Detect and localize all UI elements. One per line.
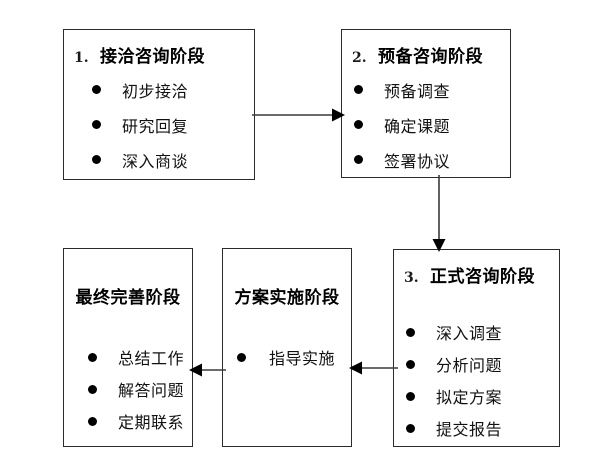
bullet-icon <box>237 352 246 362</box>
list-item: 深入商谈 <box>92 142 188 177</box>
list-item: 指导实施 <box>237 341 335 373</box>
arrow-stage2-to-stage3 <box>428 175 450 255</box>
bullet-icon <box>88 416 97 426</box>
bullet-icon <box>406 391 415 401</box>
list-item: 提交报告 <box>406 412 502 444</box>
stage-3-item-1: 分析问题 <box>436 356 503 375</box>
stage-5-item-2: 定期联系 <box>118 413 185 432</box>
stage-5-item-0: 总结工作 <box>118 349 185 368</box>
stage-4-heading: 方案实施阶段 <box>223 283 351 308</box>
stage-1-heading: 1. 接洽咨询阶段 <box>74 42 205 67</box>
bullet-icon <box>354 120 363 129</box>
stage-box-3[interactable]: 3. 正式咨询阶段 深入调查 分析问题 拟定方案 提交报告 <box>393 249 560 447</box>
stage-1-number: 1. <box>74 50 89 66</box>
stage-box-4[interactable]: 方案实施阶段 指导实施 <box>222 248 352 447</box>
stage-3-heading: 3. 正式咨询阶段 <box>404 262 535 287</box>
stage-box-1[interactable]: 1. 接洽咨询阶段 初步接洽 研究回复 深入商谈 <box>63 29 255 180</box>
list-item: 分析问题 <box>406 348 502 380</box>
stage-3-title: 正式咨询阶段 <box>430 267 535 287</box>
stage-2-heading: 2. 预备咨询阶段 <box>352 42 483 67</box>
stage-1-item-0: 初步接洽 <box>122 81 189 101</box>
arrow-stage1-to-stage2 <box>252 104 347 126</box>
stage-2-title: 预备咨询阶段 <box>378 47 483 67</box>
stage-1-title: 接洽咨询阶段 <box>100 47 205 67</box>
bullet-icon <box>88 352 97 362</box>
list-item: 预备调查 <box>354 72 450 107</box>
stage-3-bullet-list: 深入调查 分析问题 拟定方案 提交报告 <box>406 316 502 444</box>
stage-box-5[interactable]: 最终完善阶段 总结工作 解答问题 定期联系 <box>63 248 193 447</box>
list-item: 定期联系 <box>88 405 184 437</box>
list-item: 初步接洽 <box>92 72 188 107</box>
stage-4-title: 方案实施阶段 <box>234 288 340 308</box>
arrow-stage3-to-stage4 <box>348 357 398 379</box>
list-item: 研究回复 <box>92 107 188 142</box>
list-item: 深入调查 <box>406 316 502 348</box>
stage-2-item-2: 签署协议 <box>384 151 451 171</box>
list-item: 确定课题 <box>354 107 450 142</box>
stage-5-heading: 最终完善阶段 <box>64 283 192 308</box>
list-item: 解答问题 <box>88 373 184 405</box>
bullet-icon <box>88 384 97 394</box>
bullet-icon <box>354 85 363 94</box>
stage-3-item-0: 深入调查 <box>436 324 503 343</box>
stage-box-2[interactable]: 2. 预备咨询阶段 预备调查 确定课题 签署协议 <box>341 29 511 178</box>
bullet-icon <box>406 327 415 337</box>
stage-2-number: 2. <box>352 50 367 66</box>
stage-3-item-3: 提交报告 <box>436 420 503 439</box>
bullet-icon <box>92 85 101 94</box>
stage-2-item-0: 预备调查 <box>384 81 451 101</box>
bullet-icon <box>354 155 363 164</box>
bullet-icon <box>406 359 415 369</box>
stage-2-item-1: 确定课题 <box>384 116 451 136</box>
stage-2-bullet-list: 预备调查 确定课题 签署协议 <box>354 72 450 177</box>
bullet-icon <box>406 423 415 433</box>
stage-1-bullet-list: 初步接洽 研究回复 深入商谈 <box>92 72 188 177</box>
stage-4-bullet-list: 指导实施 <box>237 341 335 373</box>
list-item: 总结工作 <box>88 341 184 373</box>
stage-3-item-2: 拟定方案 <box>436 388 503 407</box>
stage-5-title: 最终完善阶段 <box>75 288 181 308</box>
stage-4-item-0: 指导实施 <box>269 349 336 368</box>
bullet-icon <box>92 120 101 129</box>
stage-1-item-1: 研究回复 <box>122 116 189 136</box>
list-item: 签署协议 <box>354 142 450 177</box>
stage-1-item-2: 深入商谈 <box>122 151 189 171</box>
arrow-stage4-to-stage5 <box>188 359 226 381</box>
stage-3-number: 3. <box>404 270 419 286</box>
list-item: 拟定方案 <box>406 380 502 412</box>
stage-5-bullet-list: 总结工作 解答问题 定期联系 <box>88 341 184 437</box>
bullet-icon <box>92 155 101 164</box>
stage-5-item-1: 解答问题 <box>118 381 185 400</box>
